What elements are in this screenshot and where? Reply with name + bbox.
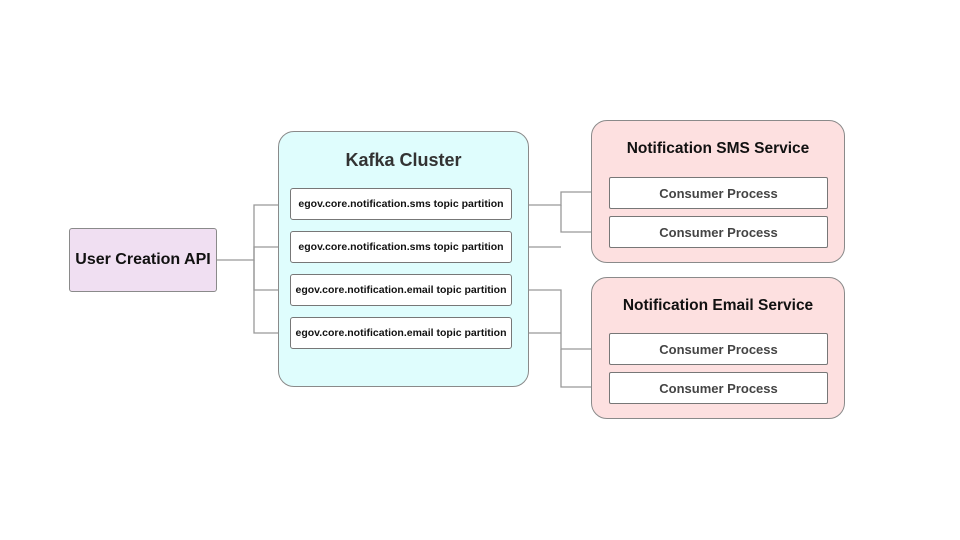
kafka-cluster-title: Kafka Cluster	[345, 150, 462, 170]
sms-consumer-process-2: Consumer Process	[609, 216, 828, 248]
topic-partition-label: egov.core.notification.sms topic partiti…	[298, 241, 504, 253]
consumer-process-label: Consumer Process	[659, 341, 778, 357]
user-creation-api-label: User Creation API	[75, 251, 211, 268]
topic-partition-email-1: egov.core.notification.email topic parti…	[290, 274, 512, 306]
connector-api-to-partition-2	[253, 242, 289, 260]
connector-partition-1-to-sms-consumer-1	[512, 187, 609, 206]
topic-partition-label: egov.core.notification.email topic parti…	[295, 327, 507, 339]
email-consumer-process-2: Consumer Process	[609, 372, 828, 404]
consumer-process-label: Consumer Process	[659, 380, 778, 396]
email-service-title: Notification Email Service	[622, 297, 814, 314]
sms-service-title: Notification SMS Service	[626, 140, 810, 157]
user-creation-api-node: User Creation API	[69, 228, 217, 292]
connector-api-to-partition-1	[217, 200, 289, 261]
connector-api-to-partition-4	[253, 260, 289, 338]
topic-partition-label: egov.core.notification.sms topic partiti…	[298, 198, 504, 210]
topic-partition-sms-1: egov.core.notification.sms topic partiti…	[290, 188, 512, 220]
topic-partition-label: egov.core.notification.email topic parti…	[295, 284, 507, 296]
topic-partition-email-2: egov.core.notification.email topic parti…	[290, 317, 512, 349]
sms-consumer-process-1: Consumer Process	[609, 177, 828, 209]
email-consumer-process-1: Consumer Process	[609, 333, 828, 365]
connector-partition-3-to-email-consumer-1	[512, 289, 609, 354]
consumer-process-label: Consumer Process	[659, 185, 778, 201]
topic-partition-sms-2: egov.core.notification.sms topic partiti…	[290, 231, 512, 263]
consumer-process-label: Consumer Process	[659, 224, 778, 240]
